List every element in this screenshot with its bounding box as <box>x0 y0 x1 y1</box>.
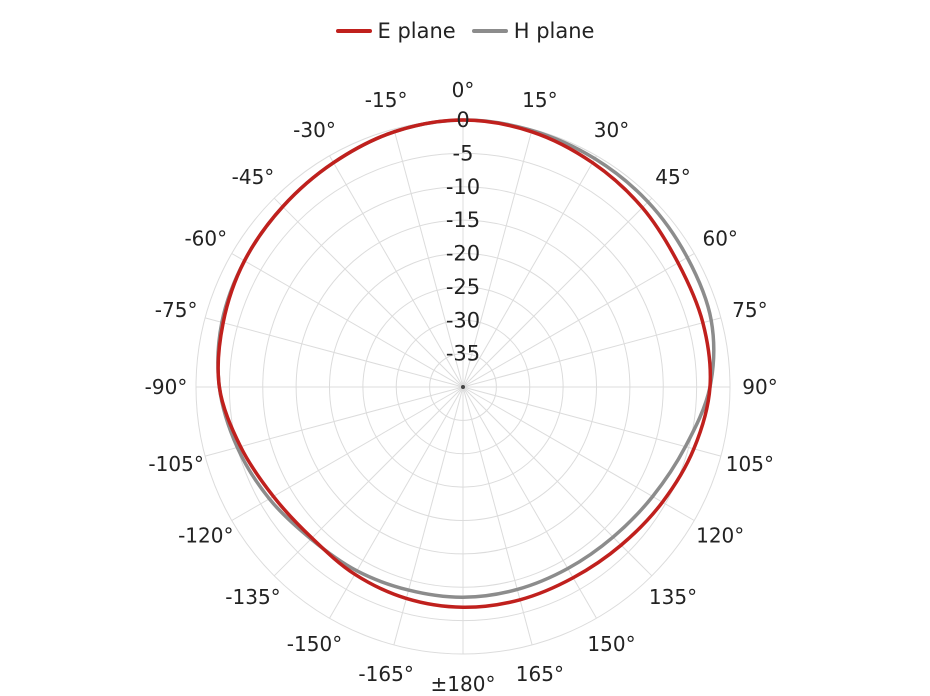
angle-tick-label: -135° <box>225 585 280 609</box>
angle-tick-label: ±180° <box>431 672 496 696</box>
grid-spoke <box>462 386 597 619</box>
grid-spoke <box>462 155 597 388</box>
grid-spoke <box>462 317 722 388</box>
grid-spoke <box>273 197 464 388</box>
radial-tick-label: -25 <box>446 275 480 299</box>
grid-spoke <box>231 386 464 521</box>
radial-tick-label: -5 <box>453 141 474 165</box>
legend-swatch <box>335 29 372 33</box>
legend-label: E plane <box>377 19 456 43</box>
radial-tick-label: -20 <box>446 242 480 266</box>
grid-spoke <box>462 386 695 521</box>
grid-spoke <box>462 253 695 388</box>
series-layer <box>216 118 716 610</box>
angle-tick-label: -60° <box>184 227 227 251</box>
angle-tick-label: 60° <box>702 227 737 251</box>
angle-tick-label: -15° <box>365 88 408 112</box>
radial-tick-label: -30 <box>446 308 480 332</box>
angle-tick-label: -150° <box>287 632 342 656</box>
grid-spoke <box>204 386 464 457</box>
axis-labels: 0° 15° 30° 45° 60° 75° 90° 105° 120° 135° 150° 165°… <box>145 78 778 696</box>
legend-item: H plane <box>471 19 595 43</box>
angle-tick-label: 90° <box>742 375 777 399</box>
grid-spoke <box>462 197 653 388</box>
grid-spoke <box>231 253 464 388</box>
radial-tick-label: -10 <box>446 175 480 199</box>
angle-tick-label: -30° <box>293 118 336 142</box>
angle-tick-label: -45° <box>232 165 275 189</box>
angle-tick-label: 30° <box>594 118 629 142</box>
angle-tick-label: 105° <box>726 452 774 476</box>
angle-tick-label: 135° <box>649 585 697 609</box>
radial-tick-label: -15 <box>446 208 480 232</box>
angle-tick-label: 165° <box>516 662 564 686</box>
grid-spoke <box>393 386 464 646</box>
polar-grid <box>195 119 731 655</box>
angle-tick-label: -105° <box>148 452 203 476</box>
center-point <box>461 385 465 389</box>
grid-spoke <box>462 128 533 388</box>
grid-spoke <box>462 386 533 646</box>
legend-swatch <box>471 29 508 33</box>
legend-label: H plane <box>513 19 595 43</box>
angle-tick-label: -90° <box>145 375 188 399</box>
grid-spoke <box>462 386 722 457</box>
angle-tick-label: -165° <box>358 662 413 686</box>
angle-tick-label: -120° <box>178 524 233 548</box>
grid-spoke <box>273 386 464 577</box>
angle-tick-label: 0° <box>452 78 475 102</box>
angle-tick-label: 150° <box>587 632 635 656</box>
angle-tick-label: 120° <box>696 524 744 548</box>
angle-tick-label: -75° <box>155 298 198 322</box>
series-line-e-plane <box>216 118 713 610</box>
grid-spoke <box>329 386 464 619</box>
angle-tick-label: 15° <box>522 88 557 112</box>
angle-tick-label: 45° <box>655 165 690 189</box>
angle-tick-label: 75° <box>732 298 767 322</box>
radial-tick-label: 0 <box>456 108 469 132</box>
chart-legend: E plane H plane <box>0 14 930 48</box>
radial-tick-label: -35 <box>446 342 480 366</box>
grid-spoke <box>462 386 653 577</box>
grid-spoke <box>329 155 464 388</box>
grid-spoke <box>393 128 464 388</box>
legend-item: E plane <box>335 19 456 43</box>
grid-spoke <box>204 317 464 388</box>
